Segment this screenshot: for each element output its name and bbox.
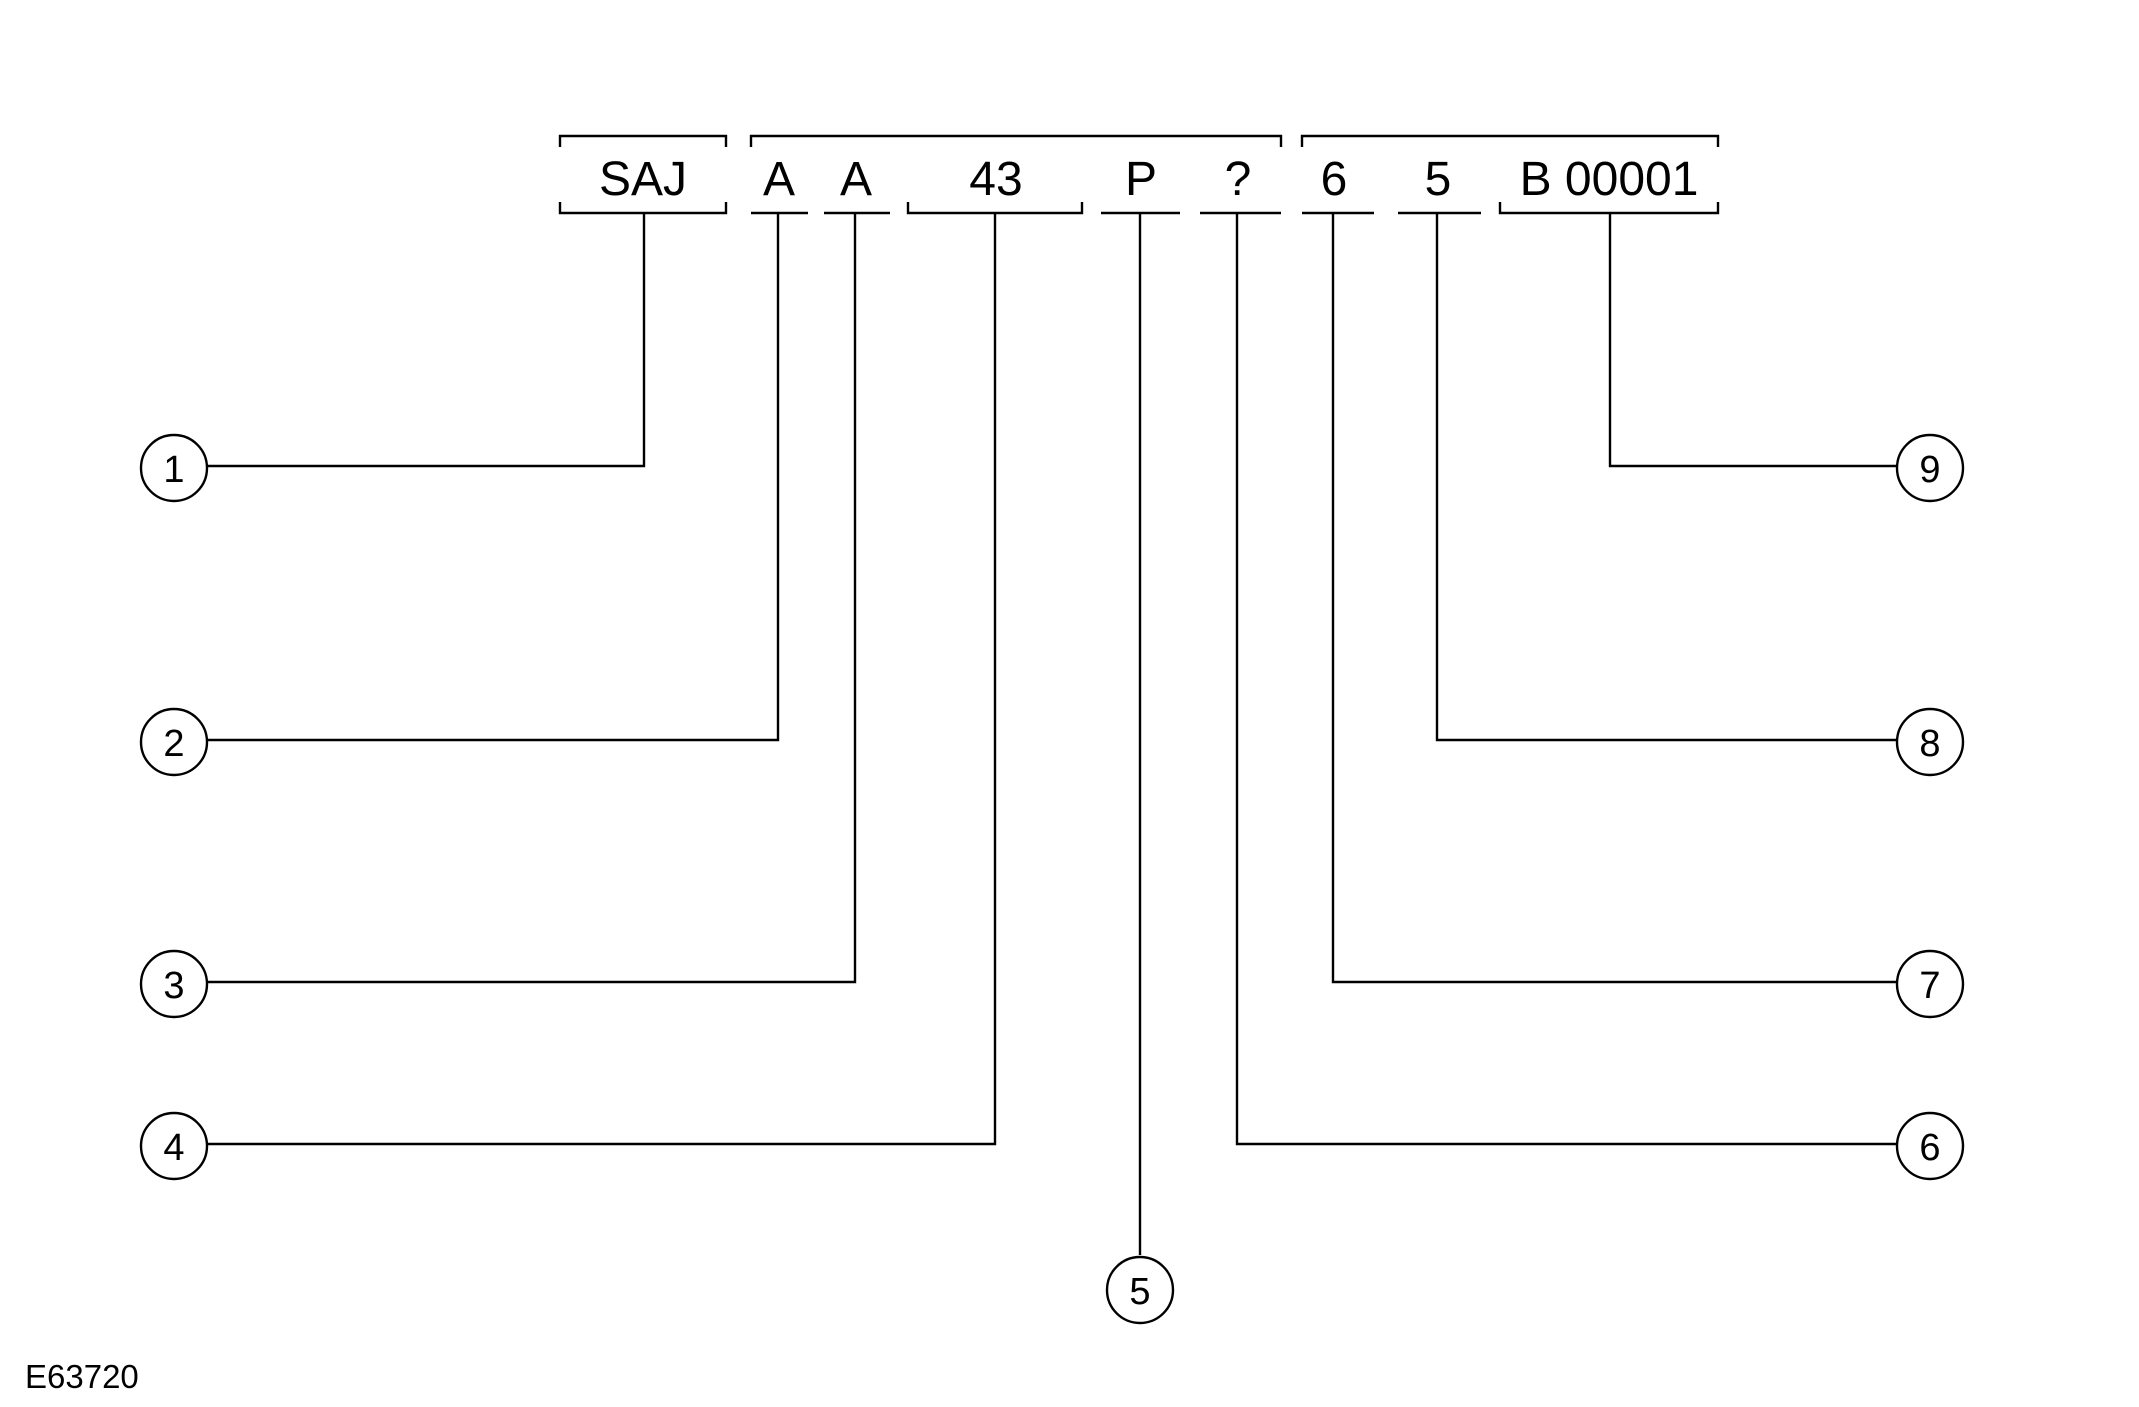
callout-number-2: 2 [163,723,184,765]
leader-line-1 [207,213,646,468]
callout-6: 6 [1895,1111,1965,1181]
group-bracket-vds [749,134,1283,147]
callout-number-6: 6 [1919,1127,1940,1169]
segment-text-wmi: SAJ [599,153,687,206]
leader-line-7 [1331,213,1897,984]
segment-text-4: 43 [969,153,1022,206]
leader-line-3 [207,213,857,984]
leader-line-9 [1608,213,1897,468]
leader-line-4 [207,213,997,1146]
callout-9: 9 [1895,433,1965,503]
leader-line-2 [207,213,780,742]
leader-line-6 [1235,213,1897,1146]
segment-text-3: A [840,153,872,206]
callout-7: 7 [1895,949,1965,1019]
group-bracket-wmi [558,134,728,147]
leader-line-8 [1435,213,1897,742]
callout-3: 3 [139,949,209,1019]
callout-number-4: 4 [163,1127,184,1169]
callout-2: 2 [139,707,209,777]
callout-number-9: 9 [1919,449,1940,491]
segment-text-5: P [1125,153,1157,206]
segment-text-9: B 00001 [1520,153,1699,206]
segment-text-7: 6 [1321,153,1348,206]
figure-id: E63720 [25,1358,139,1395]
callout-1: 1 [139,433,209,503]
segment-text-8: 5 [1425,153,1452,206]
callout-number-5: 5 [1129,1271,1150,1313]
callout-4: 4 [139,1111,209,1181]
callout-number-3: 3 [163,965,184,1007]
callout-5: 5 [1105,1255,1175,1325]
segment-text-2: A [763,153,795,206]
callout-number-8: 8 [1919,723,1940,765]
callout-number-1: 1 [163,449,184,491]
callout-8: 8 [1895,707,1965,777]
callout-number-7: 7 [1919,965,1940,1007]
group-bracket-vis [1300,134,1720,147]
segment-text-6: ? [1225,153,1252,206]
